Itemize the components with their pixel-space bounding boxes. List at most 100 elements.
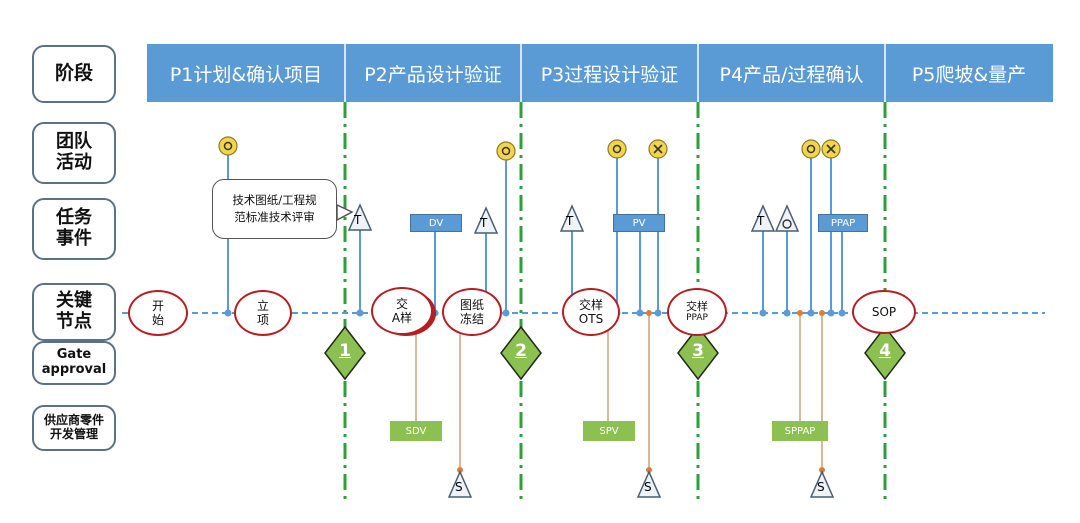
timeline-dot [783, 309, 791, 317]
row-label-gate-approval: Gate approval [32, 341, 116, 385]
row-label-key-line2: 节点 [56, 311, 92, 332]
marker-o-icon [218, 136, 238, 156]
node-ppap: 交样 PPAP [667, 288, 727, 336]
timeline-dot [431, 309, 439, 317]
node-project: 立 项 [234, 290, 292, 336]
triangle-t-icon [559, 204, 585, 232]
phase-p1: P1计划&确认项目 [169, 63, 323, 86]
gate-number-3: 3 [692, 341, 704, 361]
gate-diamond-4 [864, 325, 906, 381]
row-label-task-event: 任务 事件 [32, 198, 116, 260]
phase-p3: P3过程设计验证 [540, 63, 679, 86]
node-a-sample: 交 A样 [371, 287, 433, 335]
triangle-t-icon [750, 204, 776, 232]
node-a-sample-line2: A样 [391, 311, 413, 325]
task-ppap: PPAP [818, 214, 868, 232]
row-label-supplier-management: 供应商零件 开发管理 [32, 405, 116, 451]
supplier-spv: SPV [583, 421, 635, 441]
marker-o-icon [496, 141, 516, 161]
row-label-stage: 阶段 [32, 45, 116, 103]
timeline-dot [759, 309, 767, 317]
node-start-line2: 始 [151, 313, 164, 327]
gate-diamond-1 [324, 325, 366, 381]
supplier-dot [819, 310, 825, 316]
phase-bar [147, 44, 1053, 102]
gate-number-2: 2 [515, 341, 527, 361]
row-label-stage-text: 阶段 [54, 62, 93, 85]
node-project-line2: 项 [256, 313, 269, 327]
node-ots: 交样 OTS [562, 288, 620, 336]
row-label-team-line1: 团队 [56, 131, 92, 153]
node-start: 开 始 [128, 290, 188, 336]
node-freeze-line2: 冻结 [459, 312, 484, 326]
task-dv: DV [410, 214, 462, 232]
row-label-supplier-line2: 开发管理 [49, 427, 98, 441]
supplier-dot [646, 310, 652, 316]
supplier-triangle-icon [447, 470, 473, 498]
row-label-supplier-line1: 供应商零件 [43, 413, 104, 428]
triangle-o-icon [774, 204, 800, 232]
row-label-key-node: 关键 节点 [32, 283, 116, 341]
marker-o-icon [801, 139, 821, 159]
supplier-letter: S [455, 480, 463, 494]
row-label-key-line1: 关键 [56, 290, 92, 312]
node-project-line1: 立 [256, 298, 269, 313]
timeline-dot [827, 309, 835, 317]
triangle-t-icon [473, 206, 499, 234]
node-freeze-line1: 图纸 [459, 297, 484, 312]
row-label-gate-line2: approval [41, 362, 107, 377]
gate-number-1: 1 [339, 341, 351, 361]
row-label-task-line2: 事件 [56, 228, 92, 249]
supplier-letter: S [817, 480, 825, 494]
marker-x-icon [648, 139, 668, 159]
supplier-sppap: SPPAP [772, 421, 828, 441]
gate-diamond-3 [677, 325, 719, 381]
node-ots-line2: OTS [578, 312, 604, 326]
supplier-triangle-icon [636, 470, 662, 498]
marker-x-icon [821, 139, 841, 159]
phase-p4: P4产品/过程确认 [719, 63, 864, 86]
triangle-o-mark [782, 219, 792, 229]
node-sop: SOP [852, 290, 916, 334]
node-drawing-freeze: 图纸 冻结 [442, 288, 502, 336]
row-label-team-line2: 活动 [56, 152, 92, 173]
gate-diamond-2 [500, 325, 542, 381]
supplier-dot [797, 310, 803, 316]
timeline-dot [224, 309, 232, 317]
callout-line2: 范标准技术评审 [234, 210, 315, 224]
phase-p5: P5爬坡&量产 [911, 63, 1027, 86]
triangle-letter: T [354, 213, 362, 227]
timeline-dot [636, 309, 644, 317]
timeline-dot [654, 309, 662, 317]
supplier-sdv: SDV [390, 421, 442, 441]
timeline-dot [502, 309, 510, 317]
gate-number-4: 4 [879, 341, 891, 361]
supplier-dot [457, 467, 463, 473]
timeline-dot [807, 309, 815, 317]
row-label-team-activity: 团队 活动 [32, 122, 116, 184]
phase-p2: P2产品设计验证 [364, 63, 502, 86]
callout-line1: 技术图纸/工程规 [232, 192, 317, 207]
row-label-task-line1: 任务 [56, 207, 92, 229]
timeline-dot [356, 309, 364, 317]
node-start-line1: 开 [151, 298, 164, 313]
triangle-letter: T [757, 214, 765, 228]
node-a-sample-line1: 交 [395, 296, 408, 311]
triangle-letter: T [566, 214, 574, 228]
supplier-dot [646, 467, 652, 473]
node-ots-line1: 交样 [578, 297, 603, 312]
review-callout: 技术图纸/工程规 范标准技术评审 [212, 179, 337, 239]
triangle-letter: T [480, 216, 488, 230]
marker-o-icon [607, 139, 627, 159]
node-ppap-line2: PPAP [686, 313, 708, 324]
triangle-t-icon [347, 203, 373, 231]
row-label-gate-line1: Gate [56, 347, 92, 363]
node-ppap-line1: 交样 [686, 300, 708, 313]
callout-pointer [336, 203, 354, 222]
task-pv: PV [613, 214, 665, 232]
supplier-dot [819, 467, 825, 473]
supplier-letter: S [644, 480, 652, 494]
timeline-dot [838, 309, 846, 317]
